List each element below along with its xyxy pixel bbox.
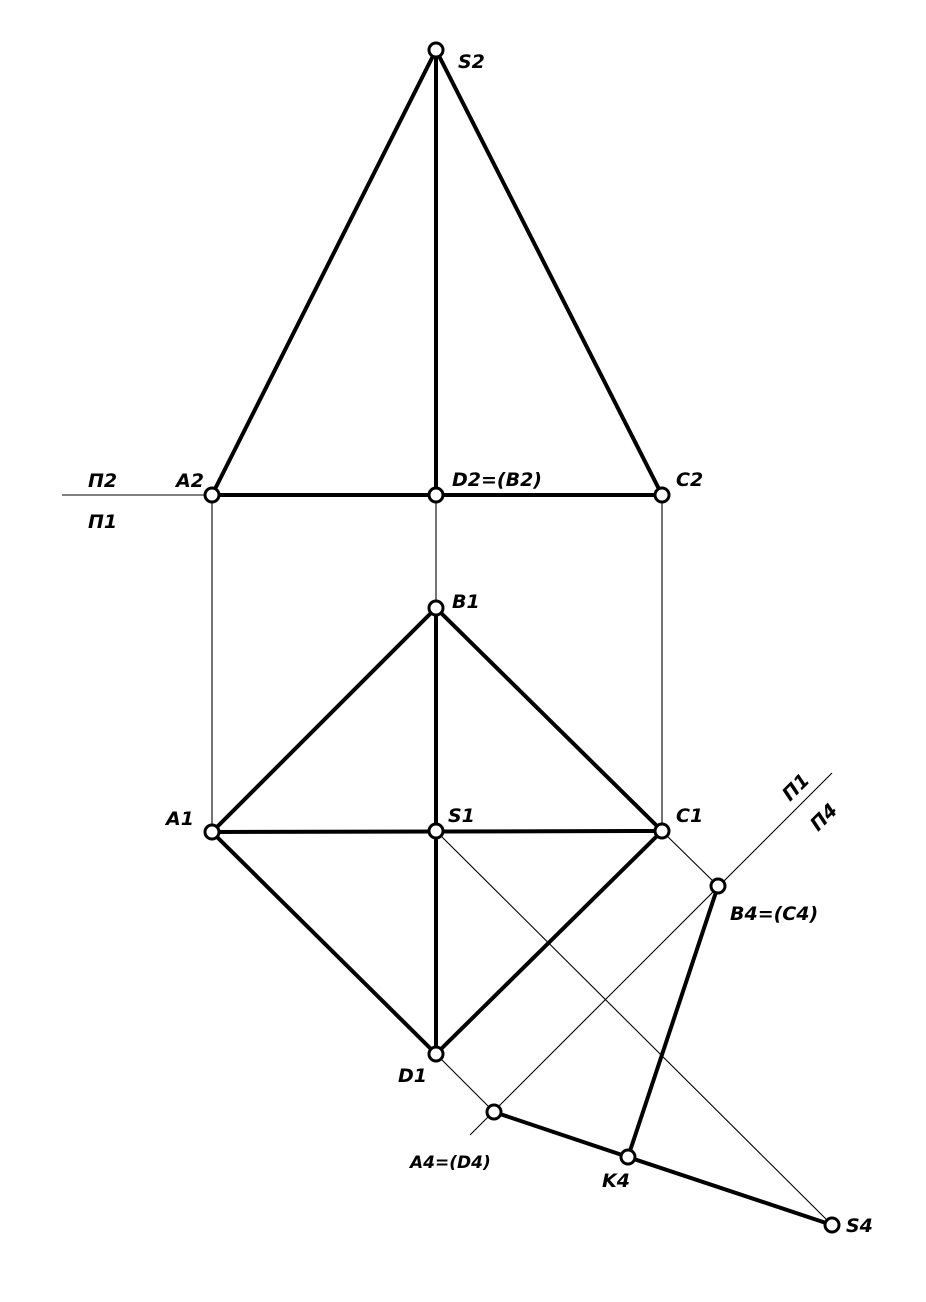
axis-labels: П2 П1 П1 П4	[88, 470, 842, 836]
point-s4	[823, 1216, 841, 1234]
point-b1	[427, 599, 445, 617]
label-a4-d4: A4=(D4)	[408, 1153, 491, 1173]
label-c1: C1	[676, 805, 703, 827]
label-d2-b2: D2=(B2)	[452, 469, 542, 491]
points	[203, 41, 841, 1234]
axis-label-pi1-right: П1	[778, 769, 814, 805]
edge-b4-k4	[626, 884, 720, 1159]
label-s2: S2	[458, 51, 485, 73]
point-a1	[203, 823, 221, 841]
construction-lines	[62, 494, 833, 1226]
point-a4	[485, 1103, 503, 1121]
label-a2: A2	[174, 470, 204, 492]
point-a2	[203, 486, 221, 504]
axis-pi1-pi4	[469, 772, 833, 1136]
edge-s2-c2	[434, 48, 664, 497]
label-c2: C2	[676, 469, 703, 491]
label-d1: D1	[398, 1065, 427, 1087]
edge-b1-c1	[434, 606, 664, 833]
point-b4	[709, 877, 727, 895]
point-k4	[619, 1148, 637, 1166]
point-c2	[653, 486, 671, 504]
edge-s2-a2	[210, 48, 438, 497]
point-d2	[427, 486, 445, 504]
label-b1: B1	[452, 591, 480, 613]
axis-label-pi4: П4	[806, 799, 842, 835]
object-lines	[210, 48, 834, 1227]
point-c1	[653, 822, 671, 840]
label-k4: K4	[602, 1170, 630, 1192]
edge-a4-k4	[492, 1110, 630, 1159]
link-c1-b4	[661, 830, 719, 887]
point-s1	[427, 822, 445, 840]
axis-label-pi1: П1	[88, 511, 117, 533]
label-a1: A1	[164, 808, 194, 830]
point-d1	[427, 1045, 445, 1063]
label-s1: S1	[448, 805, 475, 827]
edge-a1-d1	[210, 830, 438, 1056]
axis-label-pi2: П2	[88, 470, 117, 492]
edge-b1-a1	[210, 606, 438, 834]
point-labels: S2 A2 D2=(B2) C2 B1 A1 S1 C1 D1 B4=(C4) …	[164, 51, 873, 1237]
link-s1-s4	[435, 830, 833, 1226]
edge-c1-d1	[434, 829, 664, 1056]
edge-k4-s4	[626, 1155, 834, 1227]
label-b4-c4: B4=(C4)	[730, 903, 818, 925]
link-d1-a4	[435, 1053, 495, 1113]
label-s4: S4	[846, 1215, 873, 1237]
point-s2	[427, 41, 445, 59]
